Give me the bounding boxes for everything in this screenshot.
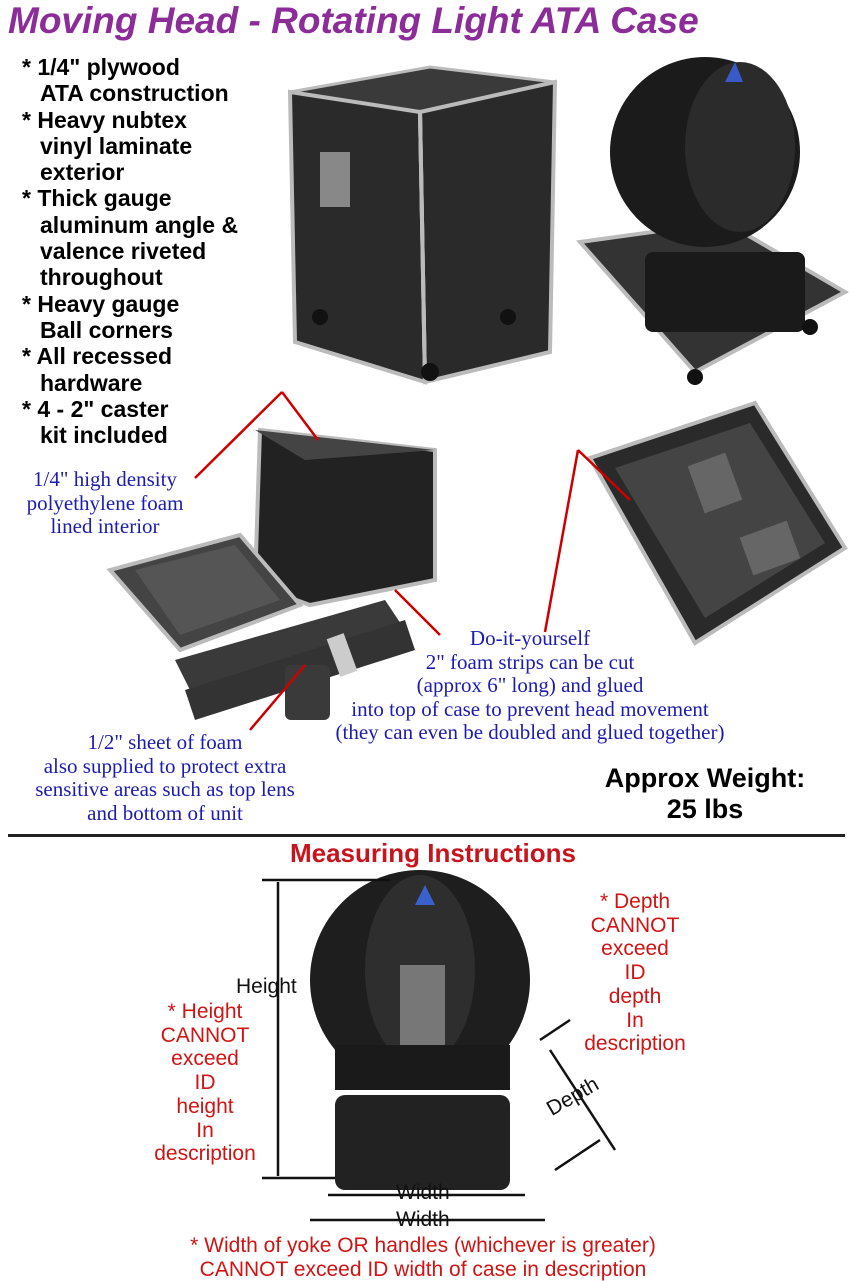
feature-item: ATA construction	[40, 80, 229, 107]
callout-line: 1/2" sheet of foam	[87, 730, 243, 754]
feature-item: * Heavy gauge	[22, 290, 180, 317]
foam-strips-callout: Do-it-yourself 2" foam strips can be cut…	[280, 626, 780, 745]
moving-head-diagram	[262, 870, 617, 1222]
callout-line: into top of case to prevent head movemen…	[351, 696, 709, 721]
note-line: exceed	[171, 1047, 239, 1071]
width-label-inner: Width	[396, 1181, 450, 1204]
feature-item: aluminum angle &	[40, 211, 239, 238]
height-label: Height	[236, 975, 297, 998]
weight-label: Approx Weight:	[604, 763, 806, 793]
note-line: CANNOT exceed ID width of case in descri…	[199, 1257, 647, 1281]
foam-sheet-callout: 1/2" sheet of foam also supplied to prot…	[5, 730, 325, 825]
approx-weight: Approx Weight: 25 lbs	[580, 763, 830, 825]
callout-line: 2" foam strips can be cut	[425, 649, 635, 674]
note-line: * Height	[167, 1000, 243, 1023]
note-line: depth	[608, 984, 662, 1008]
note-line: exceed	[601, 937, 669, 961]
depth-note: * Depth CANNOT exceed ID depth In descri…	[560, 890, 710, 1056]
moving-head-on-base-photo	[576, 57, 850, 385]
feature-item: valence riveted	[40, 238, 207, 265]
weight-value: 25 lbs	[666, 794, 744, 824]
callout-line: polyethylene foam	[26, 490, 184, 515]
note-line: height	[176, 1094, 234, 1118]
feature-item: * Thick gauge	[22, 185, 172, 212]
callout-line: and bottom of unit	[87, 800, 243, 825]
note-line: description	[154, 1142, 256, 1166]
measuring-heading: Measuring Instructions	[289, 838, 577, 868]
callout-line: (they can even be doubled and glued toge…	[335, 720, 725, 744]
page-title: Moving Head - Rotating Light ATA Case	[8, 0, 699, 41]
case-interior-foam-photo	[587, 400, 848, 646]
callout-line: lined interior	[50, 514, 160, 538]
section-divider	[8, 834, 845, 837]
feature-item: * 1/4" plywood	[22, 54, 180, 80]
note-line: CANNOT	[160, 1023, 250, 1047]
note-line: description	[584, 1032, 686, 1056]
callout-pointers	[194, 391, 631, 731]
feature-item: kit included	[40, 422, 168, 449]
feature-item: hardware	[40, 369, 143, 396]
note-line: * Depth	[599, 890, 671, 913]
foam-lining-callout: 1/4" high density polyethylene foam line…	[0, 467, 210, 539]
width-label-outer: Width	[396, 1208, 450, 1231]
callout-line: (approx 6" long) and glued	[416, 673, 644, 697]
note-line: In	[626, 1008, 644, 1032]
feature-item: exterior	[40, 159, 125, 186]
closed-case-photo	[287, 65, 558, 385]
note-line: * Width of yoke OR handles (whichever is…	[190, 1234, 656, 1257]
width-note: * Width of yoke OR handles (whichever is…	[0, 1234, 846, 1281]
note-line: In	[196, 1118, 214, 1142]
note-line: CANNOT	[590, 913, 680, 937]
height-note: * Height CANNOT exceed ID height In desc…	[130, 1000, 280, 1166]
feature-item: * 4 - 2" caster	[22, 395, 169, 422]
callout-line: Do-it-yourself	[469, 626, 591, 650]
feature-item: Ball corners	[40, 316, 173, 343]
feature-item: * Heavy nubtex	[22, 106, 187, 133]
note-line: ID	[194, 1071, 216, 1095]
feature-item: throughout	[40, 264, 163, 291]
feature-item: vinyl laminate	[40, 132, 193, 159]
feature-item: * All recessed	[22, 343, 173, 370]
note-line: ID	[624, 961, 646, 985]
callout-line: 1/4" high density	[33, 467, 177, 491]
callout-line: sensitive areas such as top lens	[35, 777, 295, 801]
callout-line: also supplied to protect extra	[43, 753, 287, 778]
